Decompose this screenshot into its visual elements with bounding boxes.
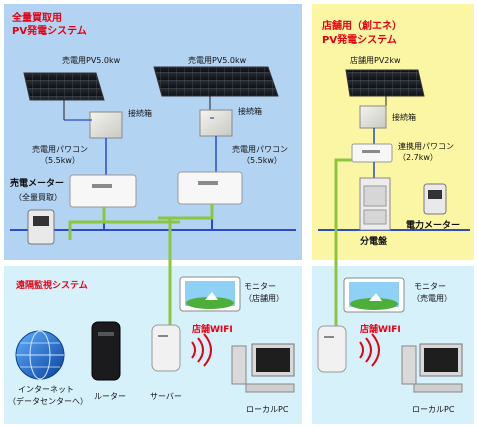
right-system-panel <box>312 4 474 260</box>
pcs1-label-2: （5.5kw） <box>40 156 80 165</box>
left-system-title-2: PV発電システム <box>12 26 87 37</box>
right-system-title-1: 店舗用（創エネ） <box>322 21 402 32</box>
sales-meter-label-2: （全量買取） <box>14 193 62 202</box>
monitor-store <box>179 276 241 312</box>
internet-label-2: （データセンターへ） <box>8 397 88 406</box>
solar-panel-left-2 <box>153 66 279 118</box>
distribution-board <box>359 177 391 231</box>
router-icon <box>91 321 121 381</box>
monitor-store-label-2: （店舗用） <box>244 294 284 303</box>
right-pcs-label-2: （2.7kw） <box>398 153 438 162</box>
junction2-label: 接続箱 <box>238 107 262 116</box>
power-meter <box>423 183 447 215</box>
right-system-title-2: PV発電システム <box>322 35 397 46</box>
distribution-label: 分電盤 <box>360 237 388 247</box>
right-panel-label: 店舗用PV2kw <box>350 56 401 65</box>
left-system-title-1: 全量買取用 <box>12 13 62 24</box>
local-pc-right <box>401 343 463 393</box>
monitor-sales-label-1: モニター <box>414 282 446 291</box>
wifi-icon-right <box>359 333 380 367</box>
panel2-label: 売電用PV5.0kw <box>188 56 247 65</box>
internet-globe-icon <box>15 330 65 380</box>
junction-box-left-2 <box>199 109 233 137</box>
pcs2-label-1: 売電用パワコン <box>232 145 288 154</box>
signal-lines <box>68 158 352 326</box>
monitor-sales <box>343 277 405 313</box>
wifi-left-label: 店舗WIFI <box>192 325 233 335</box>
monitor-store-label-1: モニター <box>244 282 276 291</box>
pcs1-label-1: 売電用パワコン <box>32 145 88 154</box>
wifi-right-label: 店舗WIFI <box>360 325 401 335</box>
pcs2-label-2: （5.5kw） <box>242 156 282 165</box>
junction-box-right <box>359 105 387 129</box>
pc-right-label: ローカルPC <box>412 405 455 414</box>
router-label: ルーター <box>94 392 126 401</box>
wifi-icon-left <box>191 333 212 367</box>
local-pc-left <box>231 343 295 393</box>
server-label: サーバー <box>150 392 182 401</box>
power-conditioner-left-1 <box>69 174 137 208</box>
server-icon-right <box>317 325 347 373</box>
power-conditioner-right <box>351 143 393 163</box>
junction-label: 接続箱 <box>128 109 152 118</box>
monitor-sales-label-2: （売電用） <box>412 294 452 303</box>
internet-label-1: インターネット <box>18 385 74 394</box>
sales-meter-label-1: 売電メーター <box>10 179 65 189</box>
panel1-label: 売電用PV5.0kw <box>62 56 121 65</box>
solar-panel-left-1 <box>23 72 105 120</box>
right-junction-label: 接続箱 <box>392 113 416 122</box>
sales-meter <box>27 209 55 245</box>
power-conditioner-left-2 <box>177 171 243 205</box>
right-pcs-label-1: 連携用パワコン <box>398 142 454 151</box>
server-icon <box>151 324 181 372</box>
pc-left-label: ローカルPC <box>246 405 289 414</box>
junction-box-left-1 <box>89 111 123 139</box>
monitoring-title: 遠隔監視システム <box>16 281 88 291</box>
power-meter-label: 電力メーター <box>406 221 461 231</box>
